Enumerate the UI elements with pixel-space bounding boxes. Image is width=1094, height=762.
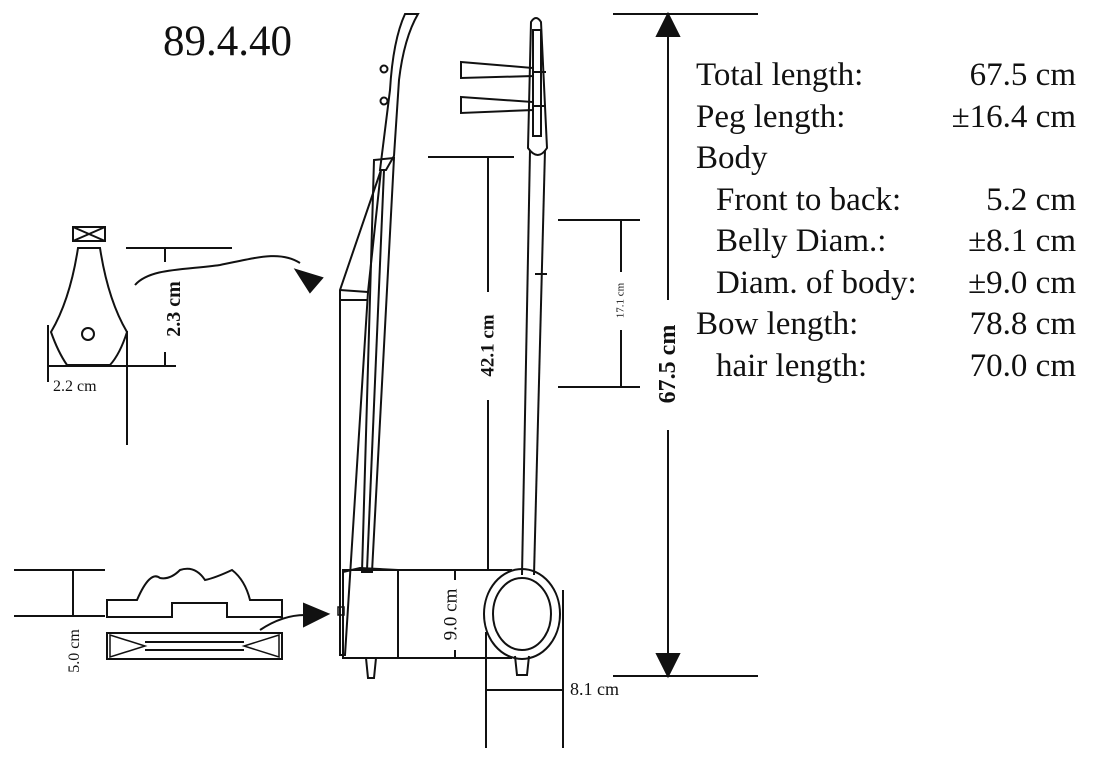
spec-row: Peg length: ±16.4 cm [696,97,1076,139]
body-diam-dimension [440,570,490,659]
peg-width-label: 2.2 cm [53,378,97,395]
peg-height-label: 2.3 cm [163,281,185,337]
spec-key: Bow length: [696,306,859,343]
spec-row: Total length: 67.5 cm [696,55,1076,97]
spec-row: Front to back: 5.2 cm [696,180,1076,222]
spec-key: Belly Diam.: [716,223,887,260]
spec-value: ±8.1 cm [968,223,1076,260]
neck-length-label: 42.1 cm [477,314,499,377]
total-length-dimension [613,11,758,679]
spec-value: ±9.0 cm [968,264,1076,301]
body-diam-label: 9.0 cm [440,588,462,641]
spec-key: Front to back: [716,181,902,218]
belly-label: 8.1 cm [570,679,619,699]
bridge-detail [14,567,331,660]
spec-row: Body [696,138,1076,180]
bridge-height-label: 5.0 cm [66,629,83,673]
neck-length-dimension [428,156,514,570]
spec-row: Bow length: 78.8 cm [696,304,1076,346]
peg-span-label: 17.1 cm [614,282,627,319]
spec-key: hair length: [716,347,868,384]
spec-row: Diam. of body: ±9.0 cm [696,263,1076,305]
spec-key: Diam. of body: [716,264,917,301]
peg-span-dimension [558,219,640,388]
spec-value: 70.0 cm [969,347,1076,384]
side-view [337,13,420,679]
spec-value: 78.8 cm [969,306,1076,343]
spec-list: Total length: 67.5 cm Peg length: ±16.4 cm… [696,55,1076,387]
spec-key: Peg length: [696,98,846,135]
front-view [397,17,561,676]
total-length-label: 67.5 cm [655,324,681,404]
spec-key: Body [696,140,768,177]
spec-value: ±16.4 cm [951,98,1076,135]
peg-detail [47,226,324,445]
belly-dimension [485,590,564,748]
accession-number: 89.4.40 [163,18,292,65]
spec-value: 5.2 cm [986,181,1076,218]
spec-row: Belly Diam.: ±8.1 cm [696,221,1076,263]
spec-row: hair length: 70.0 cm [696,346,1076,388]
spec-value: 67.5 cm [969,57,1076,94]
spec-key: Total length: [696,57,864,94]
